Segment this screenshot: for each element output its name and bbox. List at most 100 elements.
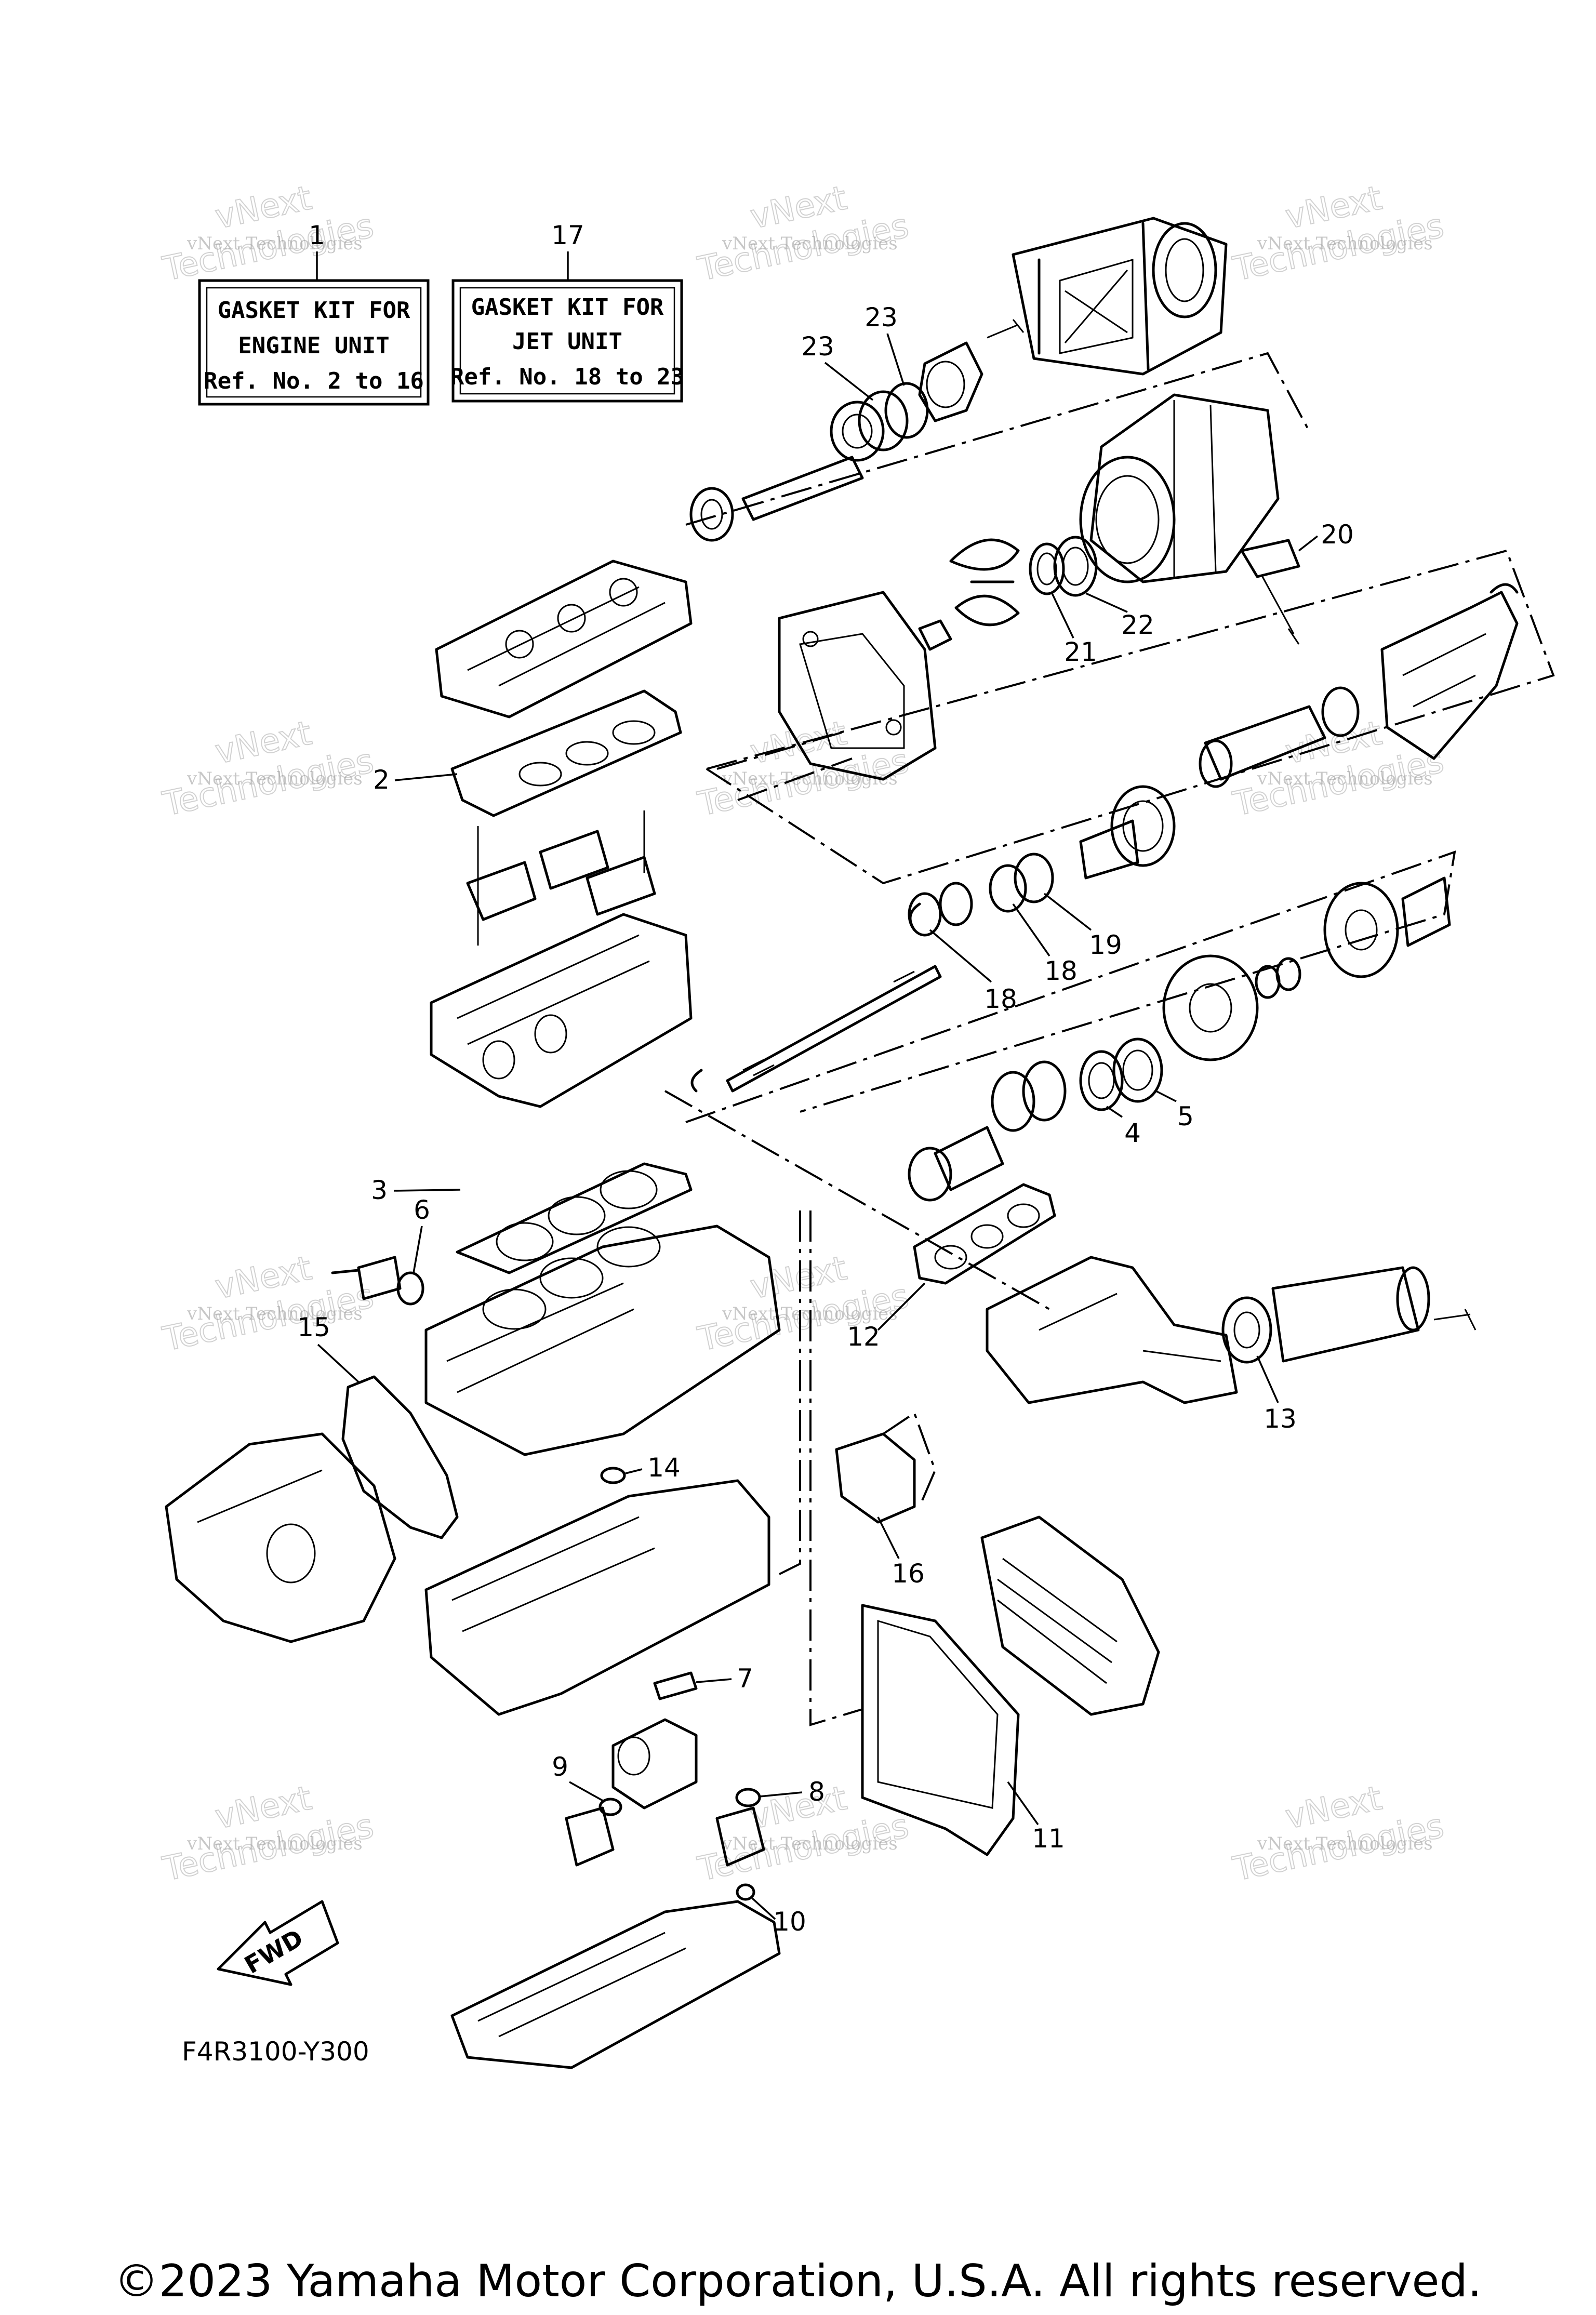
o-ring-8[interactable] <box>735 1788 761 1807</box>
assembly-frame-line <box>779 1210 801 1575</box>
watermark: vNext Technologies vNext Technologies <box>694 713 913 824</box>
callouts: 2 3 4 5 6 7 8 9 <box>297 302 1354 1937</box>
jet-unit-assembly <box>685 217 1555 1202</box>
svg-text:vNext Technologies: vNext Technologies <box>187 1833 363 1854</box>
callout-9[interactable]: 9 <box>552 1752 605 1803</box>
svg-text:16: 16 <box>892 1559 925 1589</box>
cylinder-head-gasket-3[interactable] <box>456 1162 693 1274</box>
oil-seal-5 <box>1112 1037 1163 1103</box>
watermarks: vNext Technologies vNext Technologies vN… <box>159 178 1448 1889</box>
callout-4[interactable]: 4 <box>1106 1106 1141 1148</box>
svg-text:2: 2 <box>373 765 390 795</box>
drive-shaft-housing <box>1380 583 1519 760</box>
assembly-frame-line <box>809 1210 863 1726</box>
oil-strainer <box>715 1806 765 1867</box>
kit-box-line2: JET UNIT <box>512 328 622 355</box>
callout-8[interactable]: 8 <box>759 1777 825 1807</box>
bearing-housing-cap <box>918 319 1025 422</box>
svg-text:vNext Technologies: vNext Technologies <box>187 233 363 254</box>
assembly-frame-line <box>664 1090 1050 1310</box>
cylinder-head-cover <box>435 560 693 719</box>
watermark: vNext Technologies vNext Technologies <box>159 1248 378 1359</box>
callout-14[interactable]: 14 <box>625 1453 681 1483</box>
crankcase-cover <box>165 1432 396 1643</box>
callout-6[interactable]: 6 <box>413 1195 430 1273</box>
callout-13[interactable]: 13 <box>1256 1355 1297 1434</box>
callout-19[interactable]: 19 <box>1043 893 1122 960</box>
exhaust-pipe-gasket-13[interactable] <box>1221 1296 1272 1364</box>
kit-box-inner-frame <box>459 287 675 395</box>
callout-5[interactable]: 5 <box>1155 1090 1194 1132</box>
hose <box>1204 705 1326 781</box>
o-ring-23 <box>858 390 909 451</box>
watermark: vNext Technologies vNext Technologies <box>159 713 378 824</box>
o-ring-23 <box>884 382 929 439</box>
crankcase-lower <box>424 1479 770 1716</box>
svg-text:20: 20 <box>1321 520 1354 550</box>
oil-seal-4 <box>1079 1050 1124 1111</box>
callout-10[interactable]: 10 <box>751 1897 806 1937</box>
svg-text:7: 7 <box>737 1664 753 1694</box>
cover-outline <box>882 1411 937 1507</box>
svg-text:19: 19 <box>1089 930 1122 960</box>
svg-text:vNext Technologies: vNext Technologies <box>722 768 898 789</box>
callout-12[interactable]: 12 <box>847 1282 926 1352</box>
svg-text:vNext Technologies: vNext Technologies <box>1257 768 1433 789</box>
callout-2[interactable]: 2 <box>373 765 458 795</box>
watermark: vNext Technologies vNext Technologies <box>694 1778 913 1889</box>
camshaft-caps <box>466 810 656 946</box>
gasket-11[interactable] <box>861 1604 1020 1856</box>
kit-box-engine[interactable]: 1 GASKET KIT FOR ENGINE UNIT Ref. No. 2 … <box>198 220 430 406</box>
svg-text:8: 8 <box>808 1777 825 1807</box>
cylinder-block <box>424 1225 781 1456</box>
assembly-frame-line <box>685 352 1310 526</box>
exhaust-gasket-12[interactable] <box>913 1183 1056 1285</box>
callout-18a[interactable]: 18 <box>929 929 1017 1014</box>
callout-16[interactable]: 16 <box>877 1516 925 1589</box>
gasket-16[interactable] <box>835 1432 916 1524</box>
diagram-code: F4R3100-Y300 <box>182 2037 369 2067</box>
impeller-housing <box>1079 393 1280 583</box>
svg-text:21: 21 <box>1064 637 1097 667</box>
callout-11[interactable]: 11 <box>1007 1781 1065 1854</box>
svg-text:5: 5 <box>1177 1101 1194 1132</box>
o-ring-14[interactable] <box>600 1467 626 1484</box>
callout-3[interactable]: 3 <box>371 1175 461 1205</box>
circlip <box>690 1069 703 1093</box>
callout-21[interactable]: 21 <box>1050 592 1097 667</box>
o-ring-9[interactable] <box>598 1798 622 1816</box>
bearing-assembly <box>908 1037 1163 1202</box>
callout-15[interactable]: 15 <box>297 1312 360 1383</box>
coupler <box>934 1126 1004 1191</box>
svg-text:12: 12 <box>847 1322 880 1352</box>
crankcase-cover-gasket-15[interactable] <box>341 1375 459 1539</box>
callout-23a[interactable]: 23 <box>801 331 874 401</box>
watermark: vNext Technologies vNext Technologies <box>1229 1778 1448 1889</box>
cooler-plate <box>980 1515 1160 1716</box>
oil-seal-22 <box>1053 536 1098 597</box>
watermark: vNext Technologies vNext Technologies <box>694 178 913 289</box>
spacer <box>918 619 952 651</box>
oil-seal-18 <box>908 892 942 937</box>
kit-box-line3: Ref. No. 2 to 16 <box>204 368 424 394</box>
kit-box-line1: GASKET KIT FOR <box>471 294 664 321</box>
gasket-6[interactable] <box>396 1271 424 1306</box>
cylinder-head-cover-gasket-2[interactable] <box>450 689 682 817</box>
callout-23b[interactable]: 23 <box>864 302 905 386</box>
svg-text:18: 18 <box>984 984 1017 1014</box>
exhaust-manifold <box>986 1256 1238 1404</box>
svg-text:23: 23 <box>801 331 834 362</box>
svg-text:13: 13 <box>1264 1404 1297 1434</box>
callout-20[interactable]: 20 <box>1298 520 1354 552</box>
jet-nozzle-housing <box>1012 217 1228 376</box>
gasket-10[interactable] <box>736 1883 755 1901</box>
gasket-7[interactable] <box>653 1671 698 1700</box>
svg-text:vNext Technologies: vNext Technologies <box>187 1303 363 1324</box>
callout-7[interactable]: 7 <box>696 1664 753 1694</box>
watermark: vNext Technologies vNext Technologies <box>1229 178 1448 289</box>
kit-box-jet[interactable]: 17 GASKET KIT FOR JET UNIT Ref. No. 18 t… <box>450 220 684 403</box>
callout-22[interactable]: 22 <box>1085 592 1154 640</box>
svg-text:vNext Technologies: vNext Technologies <box>1257 1833 1433 1854</box>
callout-18b[interactable]: 18 <box>1012 903 1078 986</box>
